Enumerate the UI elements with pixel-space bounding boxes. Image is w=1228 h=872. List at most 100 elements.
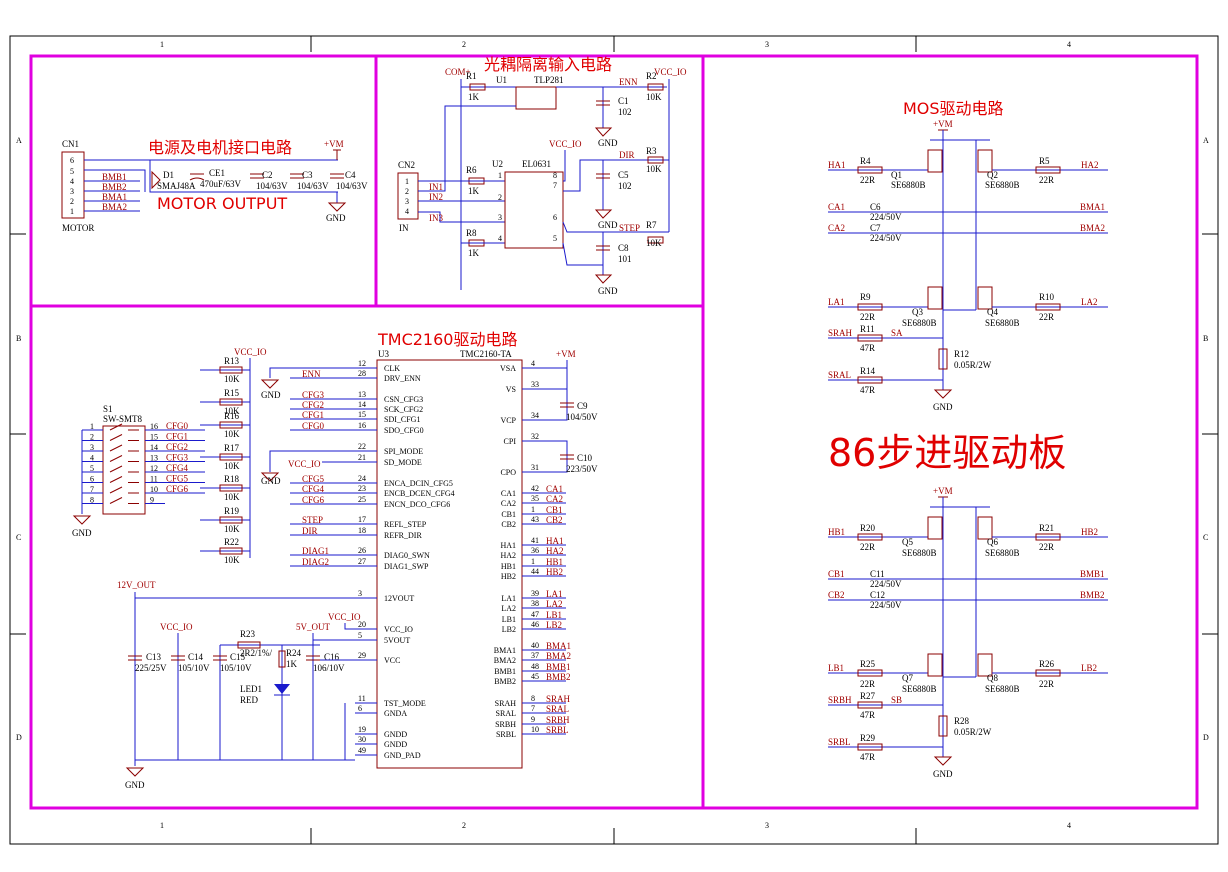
chip-pin-name: ENCN_DCO_CFG6 [384, 500, 450, 509]
chip-pin-name: BMA2 [494, 656, 516, 665]
q7-label: Q7 [902, 673, 913, 683]
c8-label: C8 [618, 243, 629, 253]
dip-switch [102, 425, 146, 515]
net-label: LA2 [546, 599, 563, 609]
chip-pin-number: 21 [358, 453, 366, 462]
vm-label: +VM [324, 139, 344, 149]
gnd-symbol [933, 389, 953, 399]
mos-bridge-b: +VM HB1 R20 22R Q5 SE6880B Q6 SE6880B R2… [828, 486, 1108, 779]
chip-pin-number: 6 [358, 704, 362, 713]
q2-label: Q2 [987, 170, 998, 180]
r1-label: R1 [466, 71, 477, 81]
net-label: HA2 [546, 546, 564, 556]
net-hb1: HB1 [828, 527, 845, 537]
chip-pin-number: 7 [531, 704, 535, 713]
r23-value: 2R2/1%/ [240, 648, 273, 658]
resistor [237, 641, 261, 649]
q8-value: SE6880B [985, 684, 1020, 694]
net-label: BMA2 [102, 202, 127, 212]
q7-value: SE6880B [902, 684, 937, 694]
chip-pin-name: CLK [384, 364, 400, 373]
c16-label: C16 [324, 652, 340, 662]
net-label: DIR [302, 526, 318, 536]
title-opto: 光耦隔离输入电路 [484, 55, 612, 74]
net-label: SRAH [546, 694, 571, 704]
r4-label: R4 [860, 156, 871, 166]
net-ca1: CA1 [828, 202, 845, 212]
net-label: CFG1 [166, 432, 188, 442]
mosfet-q4 [977, 286, 993, 310]
chip-pin-number: 44 [531, 567, 539, 576]
gnd-label: GND [72, 528, 92, 538]
q3-value: SE6880B [902, 318, 937, 328]
chip-pin-number: 46 [531, 620, 539, 629]
u2-label: U2 [492, 159, 503, 169]
vm-label: +VM [933, 119, 953, 129]
wire [562, 221, 669, 233]
c9-value: 104/50V [566, 412, 598, 422]
chip-pin-number: 8 [531, 694, 535, 703]
net-label: LB1 [546, 610, 562, 620]
c11-label: C11 [870, 569, 885, 579]
chip-pin-name: ENCB_DCEN_CFG4 [384, 489, 455, 498]
net-ha1: HA1 [828, 160, 846, 170]
c12-value: 224/50V [870, 600, 902, 610]
r7-label: R7 [646, 220, 657, 230]
pullup-label: R16 [224, 411, 240, 421]
chip-pin-name: SDI_CFG1 [384, 415, 420, 424]
chip-pin-name: HA1 [500, 541, 516, 550]
title-power: 电源及电机接口电路 [148, 138, 292, 157]
r29-value: 47R [860, 752, 875, 762]
gnd-symbol [594, 127, 613, 137]
chip-pin-name: SRBH [495, 720, 516, 729]
net-bmb1: BMB1 [1080, 569, 1105, 579]
r27-value: 47R [860, 710, 875, 720]
cn1-pin: 5 [70, 167, 74, 176]
pullup-label: R22 [224, 537, 239, 547]
net-label: CFG3 [302, 390, 325, 400]
switch-contact [109, 434, 123, 441]
d1-value: SMAJ48A [157, 181, 196, 191]
r11-label: R11 [860, 324, 875, 334]
c12-label: C12 [870, 590, 885, 600]
switch-contact [109, 497, 123, 504]
c13-value: 225/25V [135, 663, 167, 673]
chip-pin-name: DIAG0_SWN [384, 551, 430, 560]
wire [544, 440, 568, 473]
net-sral: SRAL [828, 370, 851, 380]
chip-pin-number: 47 [531, 610, 539, 619]
cn1-pin: 2 [70, 197, 74, 206]
c9-label: C9 [577, 401, 588, 411]
c13-label: C13 [146, 652, 162, 662]
switch-contact [109, 476, 123, 483]
r9-label: R9 [860, 292, 871, 302]
net-bma2: BMA2 [1080, 223, 1105, 233]
r26-label: R26 [1039, 659, 1055, 669]
gnd-label: GND [598, 138, 618, 148]
vccio-label: VCC_IO [160, 622, 193, 632]
resistor [1035, 669, 1061, 677]
grid-row-label: C [1203, 533, 1208, 542]
net-label: ENN [302, 369, 321, 379]
q2-value: SE6880B [985, 180, 1020, 190]
chip-pin-number: 1 [531, 557, 535, 566]
dir-label: DIR [619, 150, 635, 160]
net-label: CB1 [546, 505, 563, 515]
net-label: BMA2 [546, 651, 571, 661]
switch-pin-number: 1 [90, 422, 94, 431]
mosfet-q3 [927, 286, 943, 310]
net-label: CFG2 [302, 400, 324, 410]
u1-label: U1 [496, 75, 507, 85]
resistor [857, 303, 883, 311]
gnd-label: GND [598, 286, 618, 296]
net-label: BMB1 [546, 662, 571, 672]
chip-pin-name: BMB2 [494, 677, 516, 686]
r25-value: 22R [860, 679, 875, 689]
r28-label: R28 [954, 716, 970, 726]
switch-pin-number: 4 [90, 454, 94, 463]
chip-pin-name: 5VOUT [384, 636, 410, 645]
resistor [857, 533, 883, 541]
title-board: 86步进驱动板 [828, 431, 1066, 475]
switch-pin-number: 16 [150, 422, 158, 431]
title-motor-output: MOTOR OUTPUT [157, 194, 287, 213]
